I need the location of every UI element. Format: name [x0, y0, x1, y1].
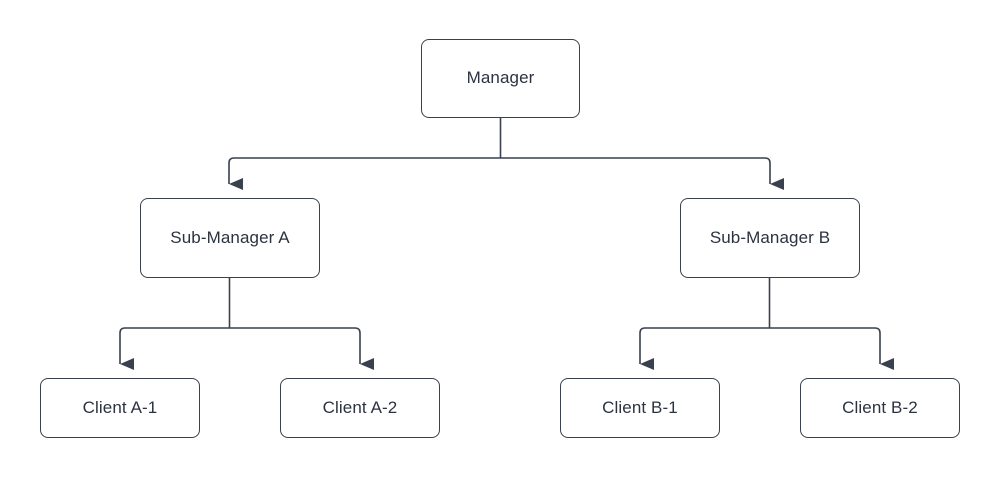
node-sub-manager-a-label: Sub-Manager A [170, 227, 290, 247]
node-client-b-2-label: Client B-2 [842, 397, 918, 417]
node-client-a-2[interactable]: Client A-2 [280, 378, 440, 438]
node-client-a-2-label: Client A-2 [322, 397, 398, 417]
node-client-b-1-label: Client B-1 [602, 397, 678, 417]
node-sub-manager-b[interactable]: Sub-Manager B [680, 198, 860, 278]
node-client-b-1[interactable]: Client B-1 [560, 378, 720, 438]
node-client-b-2[interactable]: Client B-2 [800, 378, 960, 438]
edge-manager-to-sub-b [500, 157, 784, 190]
node-client-a-1[interactable]: Client A-1 [40, 378, 200, 438]
edge-sub-a-to-client-a-2 [229, 327, 374, 370]
node-client-a-1-label: Client A-1 [82, 397, 158, 417]
edge-sub-b-to-client-b-2 [769, 327, 894, 370]
node-sub-manager-b-label: Sub-Manager B [709, 227, 831, 247]
edge-manager-to-sub-a [228, 157, 501, 190]
node-manager-label: Manager [466, 68, 535, 88]
node-manager[interactable]: Manager [421, 39, 580, 118]
node-sub-manager-a[interactable]: Sub-Manager A [140, 198, 320, 278]
edge-sub-b-to-client-b-1 [639, 327, 770, 370]
edge-sub-a-to-client-a-1 [119, 327, 230, 370]
